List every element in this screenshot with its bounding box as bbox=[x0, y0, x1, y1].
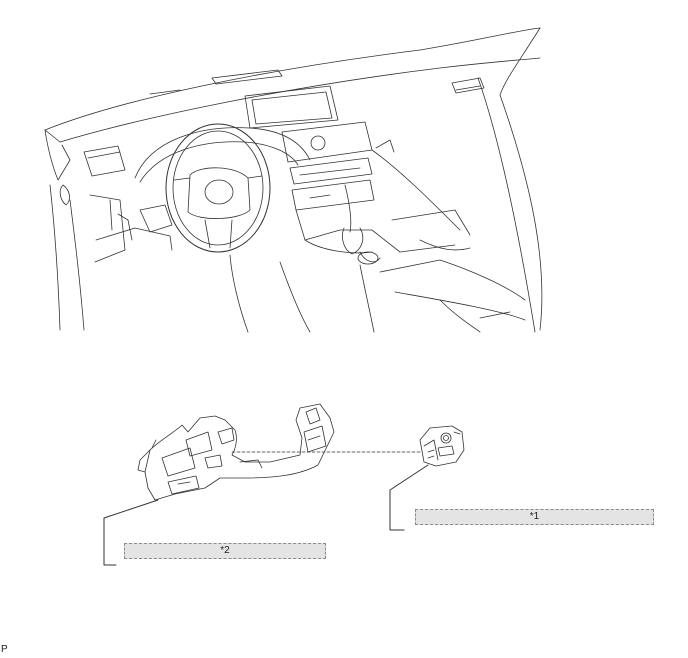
dashboard-illustration bbox=[44, 27, 543, 333]
callout-label-2: *2 bbox=[124, 543, 326, 559]
steering-switch-drawing bbox=[419, 425, 465, 467]
callout-label-1: *1 bbox=[415, 509, 654, 525]
footer-code: P bbox=[1, 644, 8, 655]
callout-text-2: *2 bbox=[220, 545, 230, 556]
leader-line-1 bbox=[389, 464, 429, 531]
lower-dash-panel-drawing bbox=[137, 403, 335, 501]
leader-line-2 bbox=[103, 499, 159, 566]
callout-text-1: *1 bbox=[529, 511, 540, 522]
